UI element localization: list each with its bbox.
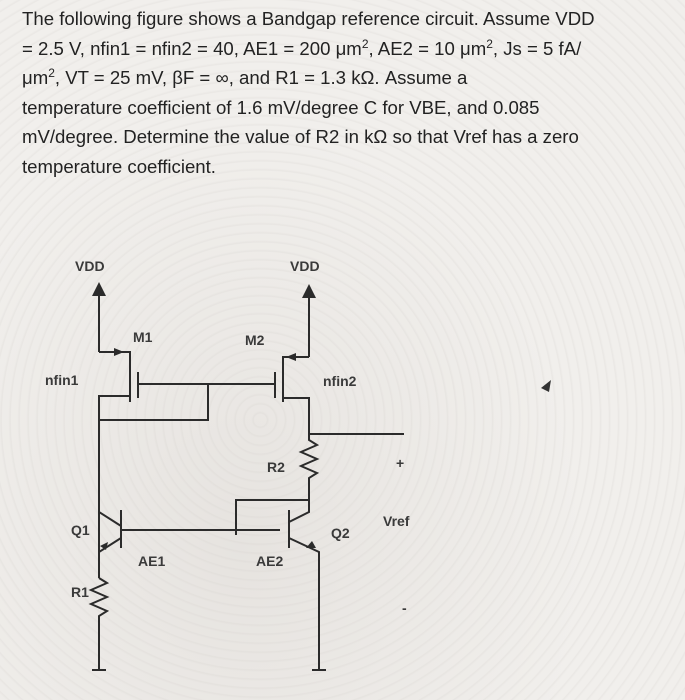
question-line-5: mV/degree. Determine the value of R2 in … [22,126,579,147]
question-line-4: temperature coefficient of 1.6 mV/degree… [22,96,540,118]
label-plus: + [396,455,404,471]
label-m1: M1 [133,329,153,345]
ground-left [92,660,106,671]
label-r1: R1 [71,584,89,600]
transistor-m2 [274,353,310,434]
transistor-q2 [288,500,320,660]
question-line-1: The following figure shows a Bandgap ref… [22,8,595,29]
label-vdd-right: VDD [290,258,320,274]
label-q1: Q1 [71,522,90,538]
label-vdd-left: VDD [75,258,105,274]
label-r2: R2 [267,459,285,475]
resistor-r1 [88,577,110,660]
cursor-icon [541,380,551,392]
resistor-r2 [298,434,320,500]
q2-diode-wire [235,499,309,535]
question-line-2: = 2.5 V, nfin1 = nfin2 = 40, AE1 = 200 μ… [22,36,582,59]
ground-right [312,660,326,671]
vdd-left-arrow [92,282,106,352]
transistor-m1 [98,348,275,578]
label-nfin1: nfin1 [45,372,79,388]
gate-wire [99,384,209,421]
label-m2: M2 [245,332,265,348]
label-ae1: AE1 [138,553,165,569]
label-vref: Vref [383,513,410,529]
question-text: The following figure shows a Bandgap ref… [22,4,677,181]
vdd-right-arrow [302,284,316,357]
label-q2: Q2 [331,525,350,541]
label-nfin2: nfin2 [323,373,357,389]
label-minus: - [402,600,407,616]
label-ae2: AE2 [256,553,283,569]
question-line-3: μm2, VT = 25 mV, βF = ∞, and R1 = 1.3 kΩ… [22,66,468,88]
question-line-6: temperature coefficient. [22,155,216,177]
transistor-q1 [98,500,280,578]
